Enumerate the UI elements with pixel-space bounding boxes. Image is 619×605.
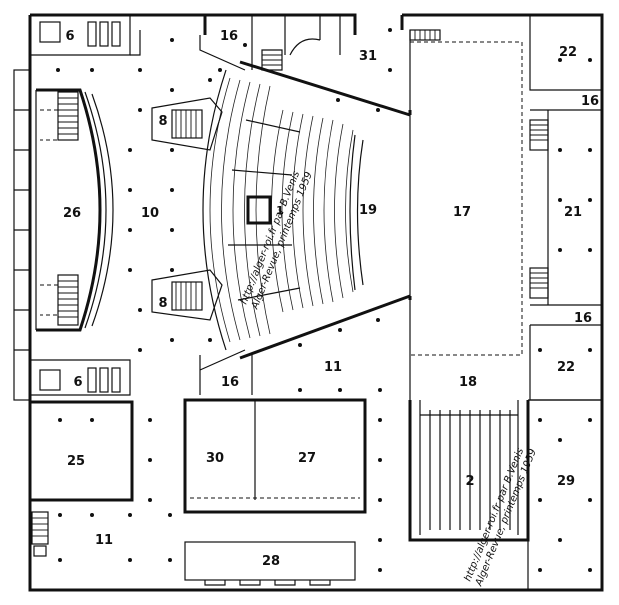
room-label-1: 1 xyxy=(276,204,284,217)
room-label-11-bottom: 11 xyxy=(95,533,113,548)
room-25 xyxy=(30,400,134,557)
room-label-16-right-top: 16 xyxy=(581,94,599,109)
room-16-top xyxy=(199,15,283,71)
room-label-6-bottom: 6 xyxy=(73,375,82,390)
room-29 xyxy=(527,399,602,590)
room-label-6-top: 6 xyxy=(65,29,74,44)
room-label-2: 2 xyxy=(465,474,474,489)
room-label-16-right-bottom: 16 xyxy=(574,311,592,326)
exterior-walls xyxy=(13,13,604,592)
watermark-auditorium: http://alger-roi.fr par B.Venis Alger-Re… xyxy=(239,170,315,312)
room-label-29: 29 xyxy=(557,474,575,489)
room-labels: 6 16 31 22 16 8 26 10 1 19 17 21 8 16 6 … xyxy=(63,29,599,569)
rooms-30-27 xyxy=(183,398,367,514)
auditorium-walls xyxy=(202,60,412,360)
room-16-bottom xyxy=(199,349,253,395)
room-8-bottom xyxy=(151,269,223,321)
room-31 xyxy=(284,15,341,56)
columns xyxy=(56,28,592,572)
room-label-19: 19 xyxy=(359,203,377,218)
room-label-11-mid: 11 xyxy=(324,360,342,375)
room-label-8-bottom: 8 xyxy=(158,296,167,311)
auditorium-seating xyxy=(209,77,364,343)
room-label-22-top: 22 xyxy=(559,45,577,60)
room-label-28: 28 xyxy=(262,554,280,569)
room-label-8-top: 8 xyxy=(158,114,167,129)
room-label-17: 17 xyxy=(453,205,471,220)
watermark-stage-line1: http://alger-roi.fr par B.Venis xyxy=(463,447,527,583)
watermark-auditorium-line1: http://alger-roi.fr par B.Venis xyxy=(239,170,303,306)
room-label-18: 18 xyxy=(459,375,477,390)
room-label-10: 10 xyxy=(141,206,159,221)
room-label-21: 21 xyxy=(564,205,582,220)
room-8-top xyxy=(151,97,223,151)
room-label-30: 30 xyxy=(206,451,224,466)
room-6-bottom xyxy=(30,359,131,396)
room-label-22-bottom: 22 xyxy=(557,360,575,375)
room-label-27: 27 xyxy=(298,451,316,466)
room-1 xyxy=(246,195,272,225)
room-6-top xyxy=(30,15,141,56)
room-label-31: 31 xyxy=(359,49,377,64)
room-label-26: 26 xyxy=(63,206,81,221)
room-label-16-bottom: 16 xyxy=(221,375,239,390)
room-26 xyxy=(35,88,114,332)
room-label-25: 25 xyxy=(67,454,85,469)
room-label-16-top: 16 xyxy=(220,29,238,44)
room-28 xyxy=(184,541,356,586)
stage-17 xyxy=(400,15,523,400)
